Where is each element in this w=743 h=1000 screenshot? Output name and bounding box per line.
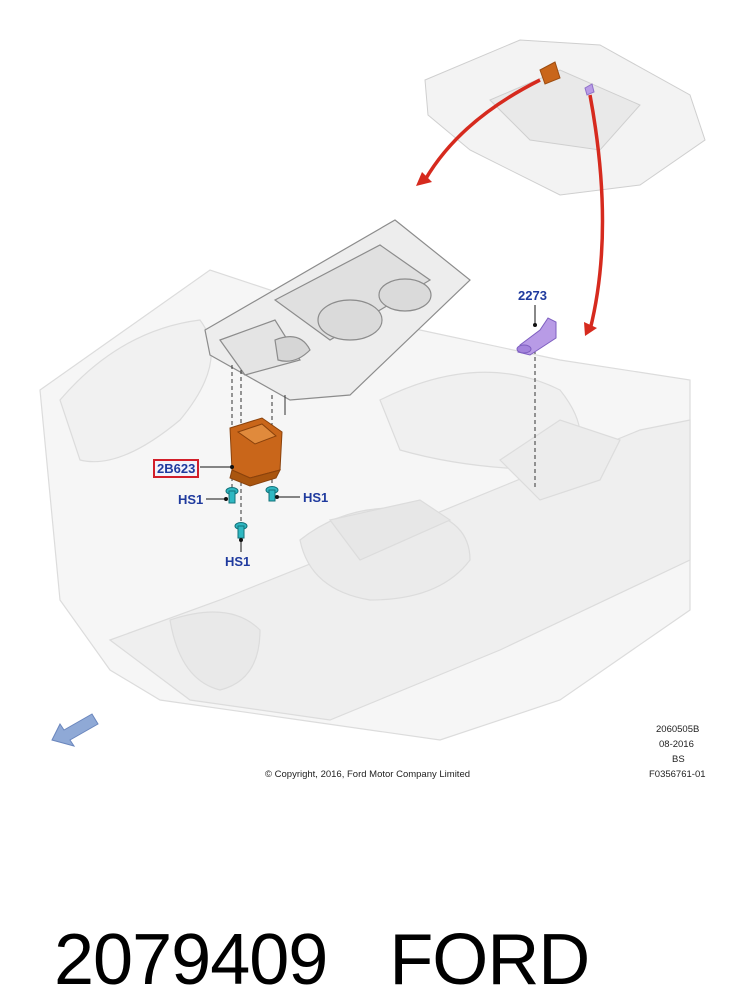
bushing-part (516, 317, 557, 356)
screw-right (265, 486, 279, 502)
screws (225, 486, 279, 539)
exploded-parts-diagram (39, 39, 706, 747)
leader-dot-screw-bottom (239, 538, 243, 542)
drawing-code-1: 2060505B (656, 724, 700, 735)
drawing-code-3: BS (672, 754, 685, 765)
arrow-head-left (416, 172, 432, 186)
front-direction-arrow (51, 713, 99, 747)
leader-dot-bushing (533, 323, 537, 327)
console-tray-panel (204, 219, 471, 401)
part-number: 2079409 (54, 920, 328, 1000)
callout-screw-left: HS1 (178, 492, 204, 507)
vehicle-floor-inset (424, 39, 706, 196)
callout-bracket-2B623: 2B623 (153, 459, 200, 478)
brand-name: FORD (389, 920, 590, 1000)
drawing-code-2: 08-2016 (659, 739, 694, 750)
floor-pan (39, 269, 691, 741)
callout-screw-right: HS1 (303, 490, 329, 505)
copyright-notice: © Copyright, 2016, Ford Motor Company Li… (265, 769, 471, 780)
screw-left (225, 487, 239, 504)
locator-arrows (423, 78, 605, 331)
leader-dot-screw-left (224, 497, 228, 501)
leader-dot-screw-right (275, 495, 279, 499)
bracket-part (229, 417, 283, 487)
callout-bushing-2273: 2273 (518, 288, 547, 303)
arrow-head-right (584, 322, 597, 336)
callout-screw-bottom: HS1 (225, 554, 251, 569)
leader-dot-bracket (230, 465, 234, 469)
drawing-code-4: F0356761-01 (649, 769, 706, 780)
